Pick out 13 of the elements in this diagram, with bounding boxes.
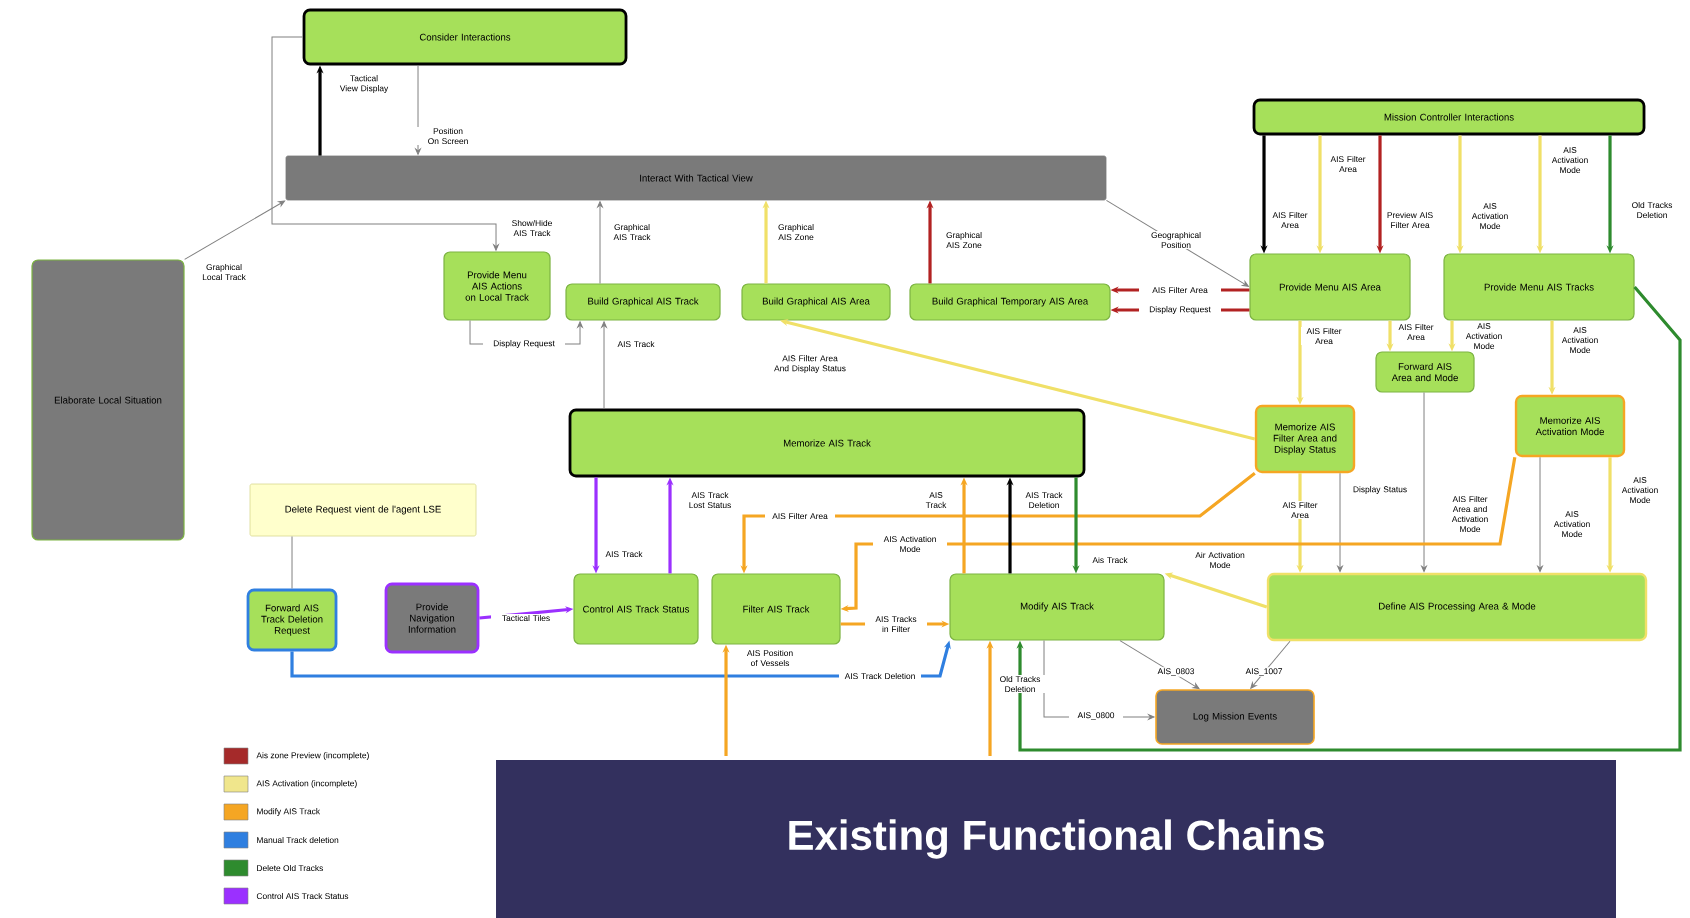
arrow xyxy=(1016,285,1682,752)
arrow xyxy=(1337,472,1343,573)
arrow xyxy=(1421,392,1427,573)
arrow xyxy=(184,200,286,260)
arrow xyxy=(780,319,1256,441)
leader-line xyxy=(291,535,293,590)
arrow xyxy=(1250,640,1291,689)
arrow xyxy=(601,321,607,410)
arrow xyxy=(1537,456,1543,573)
arrow xyxy=(271,36,499,251)
arrow xyxy=(1119,640,1200,690)
arrow xyxy=(597,201,603,284)
title-banner: Existing Functional Chains xyxy=(496,760,1616,918)
